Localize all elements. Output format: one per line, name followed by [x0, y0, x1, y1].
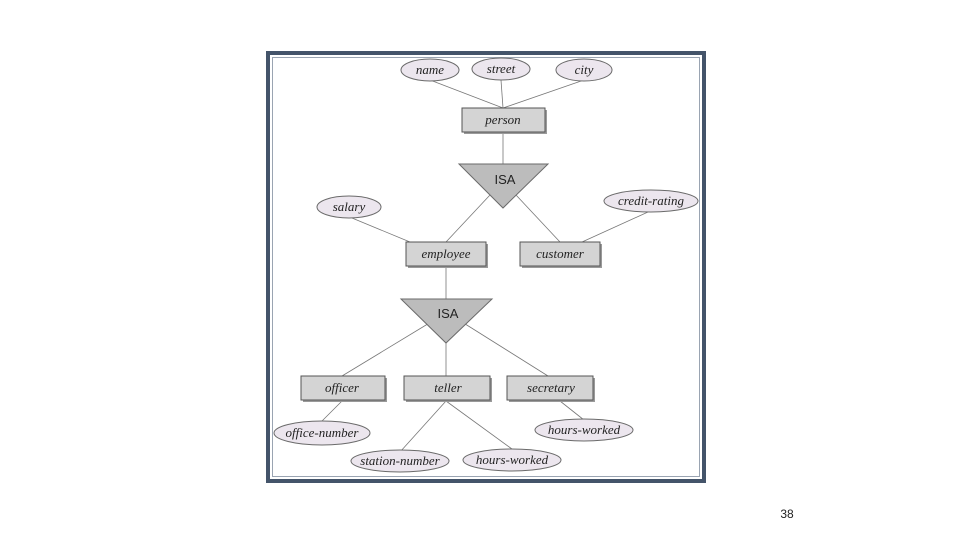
entity-employee-label: employee [421, 246, 470, 261]
line-officer-office-number [321, 400, 343, 422]
line-isa-secretary [461, 321, 549, 377]
attribute-hours-worked-secretary-label: hours-worked [548, 422, 621, 437]
isa-top-label: ISA [495, 172, 516, 187]
entity-secretary: secretary [506, 375, 595, 402]
attribute-city-label: city [575, 62, 594, 77]
isa-bottom-label: ISA [438, 306, 459, 321]
entity-employee: employee [405, 241, 488, 268]
attribute-salary-label: salary [333, 199, 366, 214]
line-salary-employee [351, 217, 411, 243]
entity-officer-label: officer [325, 380, 360, 395]
entity-customer: customer [519, 241, 602, 268]
attribute-street-label: street [487, 61, 516, 76]
attribute-station-number-label: station-number [360, 453, 440, 468]
line-street-person [500, 79, 504, 109]
line-secretary-hours-worked [559, 400, 585, 421]
attribute-street: street [471, 57, 531, 81]
attribute-credit-rating: credit-rating [603, 189, 699, 213]
line-credit-customer [581, 211, 649, 243]
line-isa-employee [445, 194, 491, 243]
attribute-hours-worked-teller-label: hours-worked [476, 452, 549, 467]
attribute-office-number: office-number [273, 420, 371, 446]
attribute-hours-worked-teller: hours-worked [462, 448, 562, 472]
entity-secretary-label: secretary [527, 380, 575, 395]
attribute-credit-rating-label: credit-rating [618, 193, 684, 208]
entity-teller: teller [403, 375, 492, 402]
attribute-city: city [555, 58, 613, 82]
entity-officer: officer [300, 375, 387, 402]
entity-customer-label: customer [536, 246, 585, 261]
attribute-office-number-label: office-number [286, 425, 360, 440]
attribute-name: name [400, 58, 460, 82]
entity-person-label: person [484, 112, 520, 127]
attribute-name-label: name [416, 62, 444, 77]
attribute-station-number: station-number [350, 449, 450, 473]
page-number: 38 [780, 507, 794, 521]
isa-bottom: ISA [399, 298, 494, 344]
line-isa-customer [515, 194, 561, 243]
line-name-person [429, 79, 504, 109]
line-isa-officer [341, 321, 432, 377]
entity-teller-label: teller [434, 380, 462, 395]
connectors [321, 79, 649, 453]
line-teller-hours-worked [445, 400, 513, 450]
attribute-salary: salary [316, 195, 382, 219]
attribute-hours-worked-secretary: hours-worked [534, 418, 634, 442]
entity-person: person [461, 107, 547, 134]
line-city-person [502, 79, 585, 109]
line-teller-station-number [399, 400, 447, 453]
isa-top: ISA [457, 163, 550, 209]
